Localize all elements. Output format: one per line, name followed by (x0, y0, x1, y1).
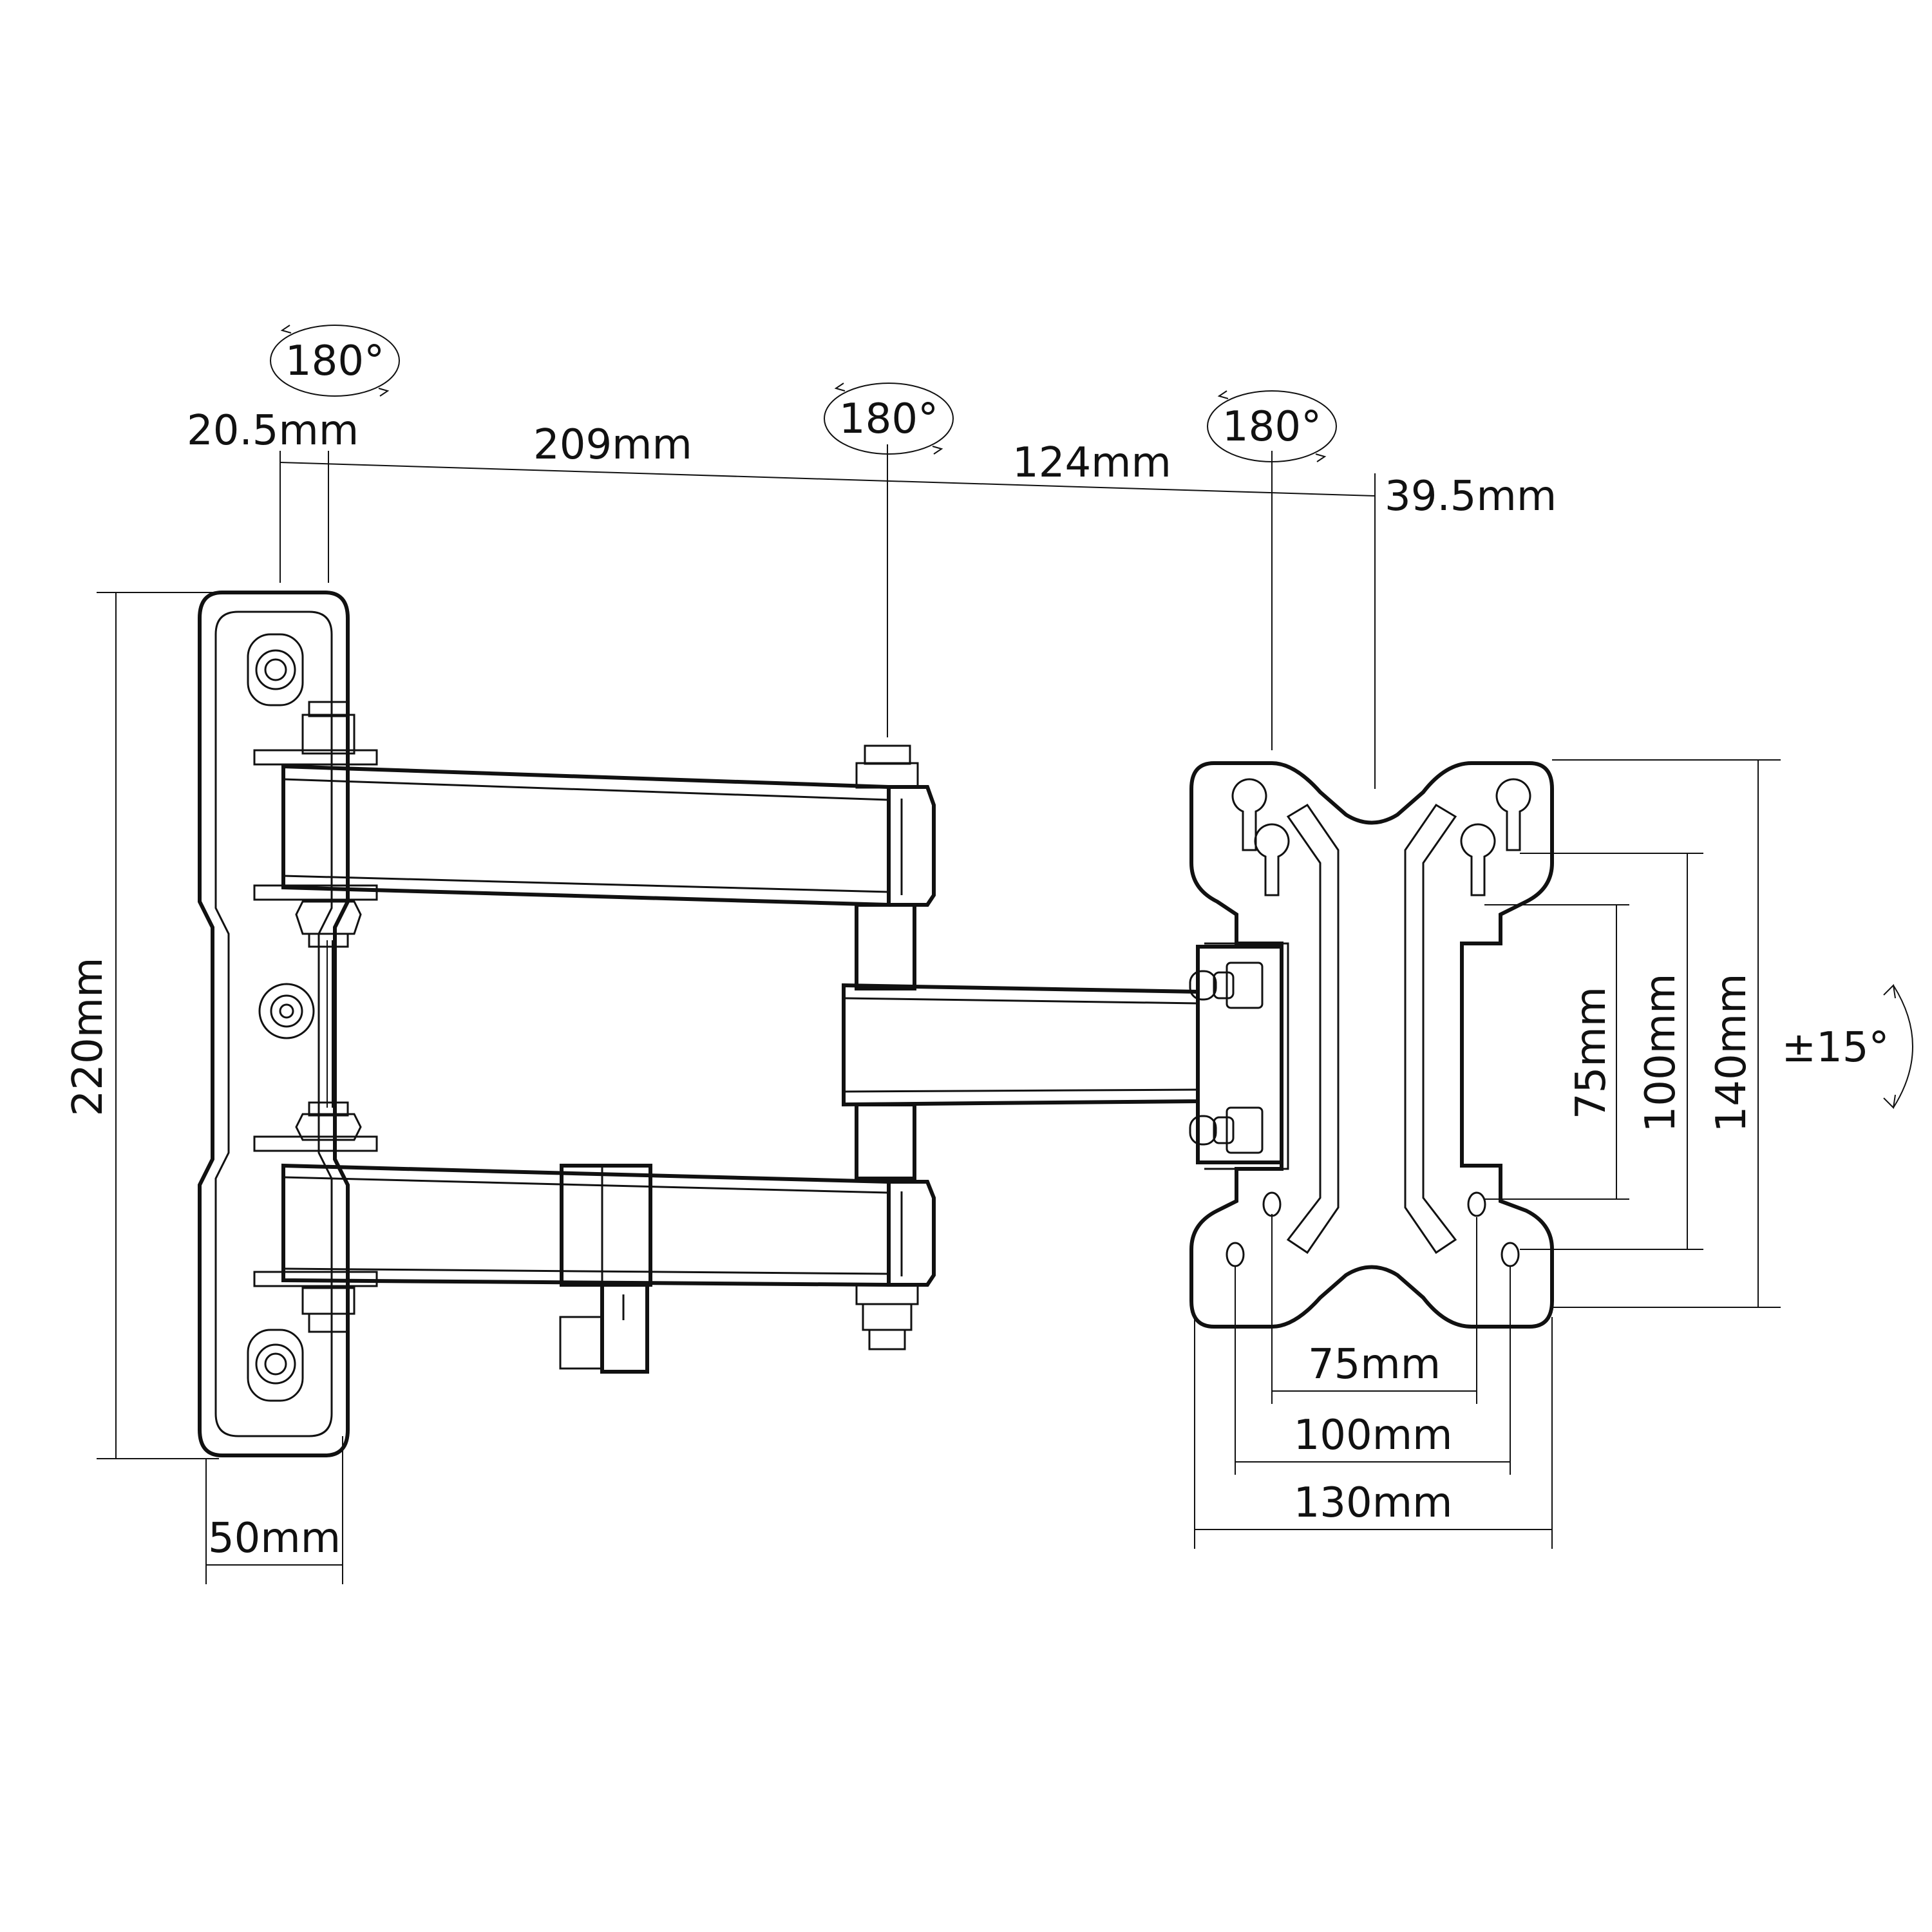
keyhole-tl-75 (1254, 823, 1290, 896)
wall-plate-bottom-bolt (247, 1329, 304, 1402)
wall-plate-top-bolt (247, 633, 304, 706)
hole-br-75 (1467, 1191, 1486, 1217)
wall-plate-middle-bolt (258, 983, 315, 1039)
rotation-indicator-head (1207, 390, 1337, 462)
dim-head-offset: 39.5mm (1385, 473, 1557, 520)
dim-wall-plate-height: 220mm (64, 958, 112, 1117)
hole-br-100 (1501, 1242, 1520, 1267)
dim-plate-height: 140mm (1708, 974, 1756, 1133)
dim-vesa-small-h: 75mm (1567, 987, 1615, 1119)
rotation-label-wall: 180° (285, 337, 384, 385)
dim-arm-1: 209mm (533, 421, 692, 469)
hole-bl-75 (1262, 1191, 1282, 1217)
tilt-label: ±15° (1781, 1024, 1889, 1072)
dim-vesa-large-h: 100mm (1637, 974, 1685, 1133)
hole-bl-100 (1226, 1242, 1245, 1267)
rotation-indicator-wall (270, 325, 400, 397)
tilt-head (1189, 942, 1289, 1170)
middle-arm (842, 983, 1200, 1107)
lower-arm (281, 1163, 936, 1374)
wall-plate (198, 591, 350, 1457)
upper-arm (281, 744, 936, 907)
keyhole-tl-100 (1231, 778, 1267, 851)
wall-hinge (253, 701, 378, 1333)
vesa-plate (1189, 761, 1554, 1329)
dim-plate-width: 130mm (1294, 1479, 1453, 1527)
dim-vesa-large-w: 100mm (1294, 1412, 1453, 1459)
keyhole-tr-100 (1495, 778, 1531, 851)
dim-wall-plate-width: 50mm (208, 1515, 341, 1562)
rotation-label-middle: 180° (839, 395, 938, 443)
rotation-label-head: 180° (1222, 403, 1321, 451)
tilt-arrow-icon (1883, 983, 1913, 1110)
dim-arm-2: 124mm (1012, 439, 1171, 487)
dim-vesa-small-w: 75mm (1308, 1341, 1441, 1388)
keyhole-tr-75 (1460, 823, 1496, 896)
rotation-indicator-middle (824, 383, 954, 455)
dim-wall-offset: 20.5mm (187, 407, 359, 455)
dimension-lines (97, 444, 1781, 1584)
elbow-post (855, 903, 916, 1180)
